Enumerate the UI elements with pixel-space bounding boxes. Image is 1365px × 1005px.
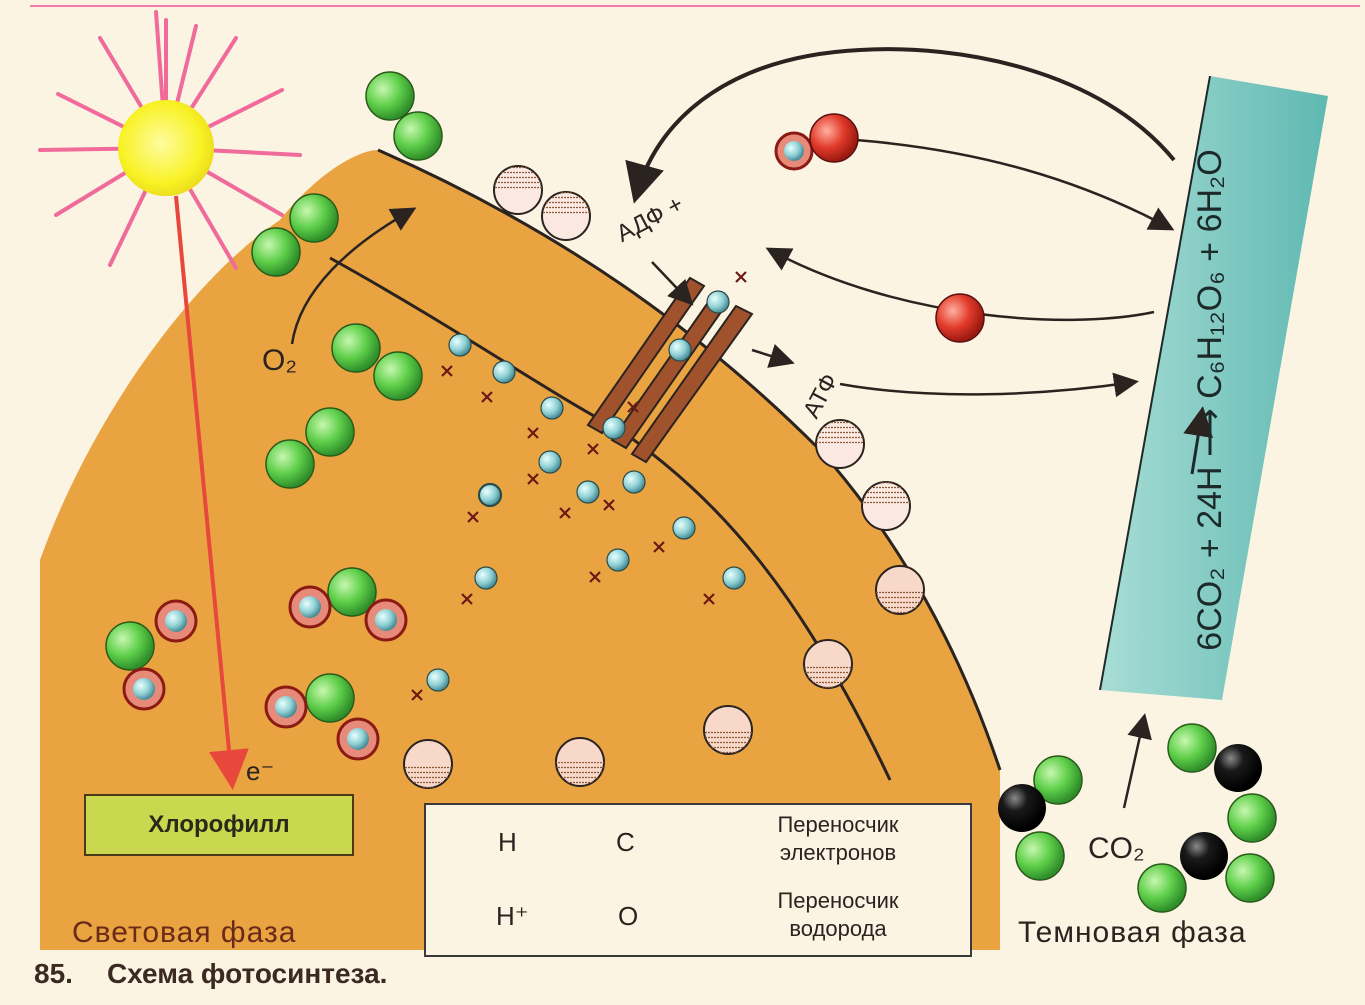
light-phase-label: Световая фаза	[72, 916, 297, 949]
o2-arrow	[290, 207, 417, 345]
legend-h-label: Н	[498, 827, 517, 857]
dark-phase-band	[1100, 76, 1328, 700]
legend-electron-carrier-line1: Переносчик	[777, 812, 899, 837]
hydrogen-carrier-icon	[809, 113, 985, 343]
band-edge	[1099, 75, 1211, 691]
legend-hydrogen-carrier-label: Переносчик водорода	[726, 887, 950, 943]
co2-arrow	[1122, 713, 1152, 809]
o2-label: O₂	[262, 344, 297, 377]
hydrogen-atom-icon	[122, 131, 814, 761]
atp-synthase-icon	[586, 276, 754, 464]
light-beam	[174, 195, 249, 790]
electron-label: e⁻	[246, 756, 275, 786]
caption-text: Схема фотосинтеза.	[106, 958, 388, 989]
legend: Н С Переносчик электронов Н⁺ О Переносчи…	[424, 803, 972, 957]
adp-arrow	[651, 261, 694, 306]
electron-carrier-icon	[403, 165, 925, 789]
photosynthesis-equation: 6CO₂ + 24H ⟶ C₆H₁₂O₆ + 6H₂O	[1191, 149, 1229, 651]
return-arrow-top	[625, 47, 1176, 204]
plus-signs	[411, 271, 747, 701]
legend-electron-carrier-line2: электронов	[779, 840, 897, 865]
equation-arrow	[1183, 406, 1213, 475]
hydrogen-ion-icon	[426, 290, 746, 692]
atp-out-arrow	[751, 344, 795, 368]
atp-arrow	[839, 372, 1139, 398]
caption-number: 85.	[34, 958, 73, 989]
hydrogen-arrow-top	[855, 138, 1175, 231]
legend-hydrogen-carrier-line1: Переносчик	[777, 888, 899, 913]
chlorophyll-label: Хлорофилл	[148, 811, 290, 838]
legend-electron-carrier-label: Переносчик электронов	[726, 811, 950, 867]
dark-phase-label: Темновая фаза	[1018, 916, 1247, 949]
legend-o-label: О	[618, 901, 639, 931]
sun-icon	[38, 10, 302, 270]
dark-phase-molecules	[998, 723, 1277, 913]
legend-hplus-label: Н⁺	[496, 901, 529, 931]
chlorophyll-box: Хлорофилл	[84, 794, 354, 856]
legend-hydrogen-carrier-line2: водорода	[789, 916, 887, 941]
oxygen-atom-icon	[105, 71, 443, 723]
outer-membrane	[377, 148, 1002, 771]
figure-caption: 85. Схема фотосинтеза.	[34, 958, 387, 990]
legend-c-label: С	[616, 827, 635, 857]
co2-label: CO₂	[1088, 832, 1145, 865]
stroma-region	[40, 150, 1000, 950]
